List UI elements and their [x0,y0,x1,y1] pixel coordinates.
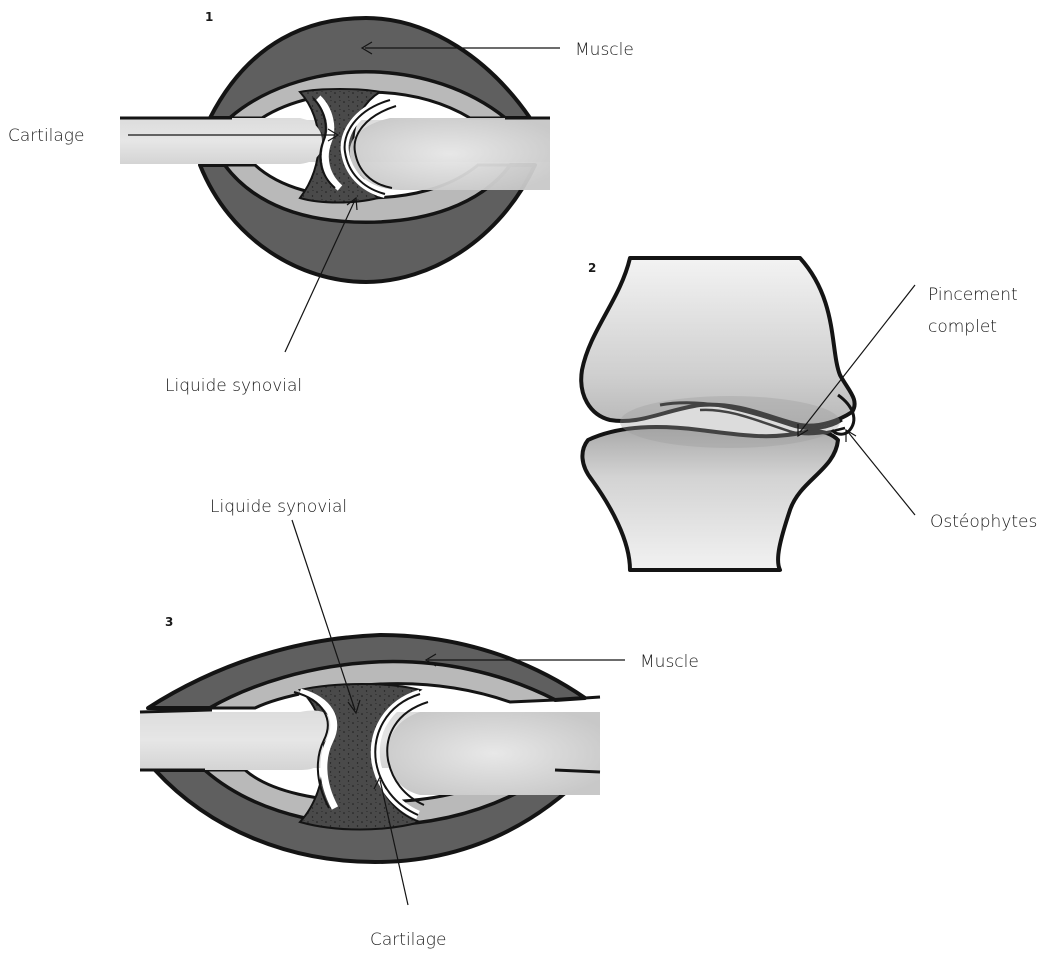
figure-3: 3 Liquide synovial [140,497,699,950]
figure-2-osteophytes-label: Ostéophytes [846,430,1037,532]
svg-text:Cartilage: Cartilage [370,930,446,950]
figure-2-number: 2 [588,261,596,275]
svg-text:Liquide synovial: Liquide synovial [165,376,302,396]
figure-1: 1 Muscle Cartila [8,10,634,396]
figure-3-right-bone [387,712,600,795]
figure-3-left-bone [140,710,332,770]
svg-text:Liquide synovial: Liquide synovial [210,497,347,517]
figure-2-inflammation [620,396,840,448]
svg-text:Muscle: Muscle [640,652,699,672]
svg-text:Cartilage: Cartilage [8,126,84,146]
svg-text:Pincement: Pincement [928,285,1018,305]
figure-2-tibia [582,427,838,570]
figure-3-number: 3 [165,615,173,629]
figure-1-right-bone [350,118,550,190]
svg-text:Muscle: Muscle [575,40,634,60]
figure-1-left-bone [120,118,322,164]
svg-text:Ostéophytes: Ostéophytes [930,512,1037,532]
figure-2: 2 Pincement complet Ostéophytes [581,258,1037,570]
figure-1-number: 1 [205,10,213,24]
svg-text:complet: complet [928,317,997,337]
